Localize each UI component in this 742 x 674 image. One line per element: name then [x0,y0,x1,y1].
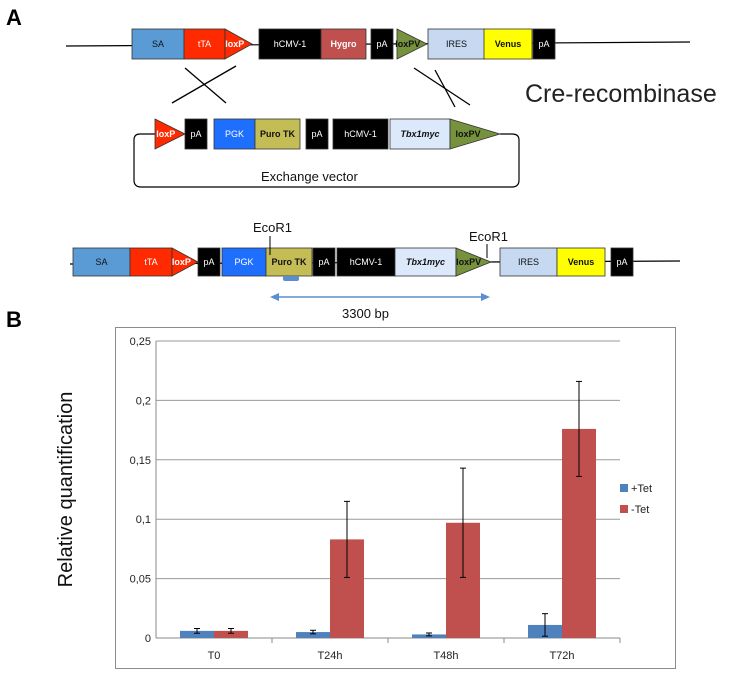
crossover-line-right-2 [434,69,456,108]
bar-tet-t0 [214,630,248,638]
row2-loxp-segment-0 [154,118,186,150]
legend-swatch-tet [620,484,628,492]
row1-hygro-segment-4 [320,28,367,60]
legend-label-tet: +Tet [631,483,652,495]
row2-tbx1myc-segment-6-label: Tbx1myc [400,129,439,139]
row3-pa-segment-6-label: pA [318,257,329,267]
row1-loxp-segment-2-label: loxP [225,39,244,49]
row2-pgk-segment-2 [213,118,256,150]
panel-b-letter: B [6,307,22,332]
crossover-lines [171,65,471,108]
ecor1-label-left: EcoR1 [253,220,292,235]
panel-a-letter: A [6,5,22,30]
row2-pa-segment-4-label: pA [311,129,322,139]
row1-hygro-segment-4-label: Hygro [330,39,357,49]
row3-tbx1myc-segment-8-label: Tbx1myc [406,257,445,267]
row2-loxpv-segment-7-label: loxPV [455,129,480,139]
row3-hcmv-1-segment-7-label: hCMV-1 [350,257,383,267]
acceptor-locus: SA tTA loxP hCMV-1 Hygro pA loxPV IRES Venus pA [65,28,691,60]
row3-venus-segment-11 [556,247,606,277]
y-axis-title: Relative quantification [55,392,77,588]
row3-pa-segment-12-label: pA [616,257,627,267]
row2-pa-segment-1 [184,118,208,150]
x-tick-label: T72h [549,650,574,662]
row3-loxpv-segment-9 [455,247,493,277]
ecor1-label-right: EcoR1 [469,229,508,244]
row3-pa-segment-12 [610,247,634,277]
row3-sa-segment-0-label: SA [95,257,107,267]
crossover-line-left-2 [184,67,227,104]
row1-venus-segment-8 [483,28,533,60]
row2-hcmv-1-segment-5-label: hCMV-1 [344,129,377,139]
row3-loxpv-segment-9-label: loxPV [456,257,481,267]
x-tick-label: T48h [433,650,458,662]
y-tick-label: 0,25 [130,336,151,348]
row1-loxpv-segment-6 [396,28,428,60]
row1-venus-segment-8-label: Venus [495,39,522,49]
legend-swatch-tet [620,505,628,513]
row3-tta-segment-1-label: tTA [144,257,157,267]
row3-puro-tk-segment-5 [265,247,313,277]
row1-sa-segment-0-label: SA [152,39,164,49]
row1-pa-segment-9 [532,28,556,60]
row2-loxpv-segment-7 [449,118,502,150]
exchange-vector-loop [133,133,520,188]
row3-puro-tk-segment-5-label: Puro TK [272,257,307,267]
exchange-vector-label: Exchange vector [261,169,359,184]
row1-pa-segment-5-label: pA [376,39,387,49]
row1-pa-segment-5 [370,28,394,60]
row3-loxp-segment-2-label: loxP [172,257,191,267]
cre-recombinase-label: Cre-recombinase [525,80,717,108]
exchange-vector: loxP pA PGK Puro TK pA hCMV-1 Tbx1myc loxPV [133,118,520,188]
y-tick-label: 0,05 [130,574,151,586]
row1-loxpv-segment-6-label: loxPV [395,39,420,49]
probe-marker [283,276,299,281]
row2-puro-tk-segment-3 [254,118,301,150]
bar-tet-t24h [296,632,330,638]
row1-loxp-segment-2 [224,28,253,60]
row1-pa-segment-9-label: pA [538,39,549,49]
row2-loxp-segment-0-label: loxP [156,129,175,139]
x-tick-label: T0 [208,650,221,662]
y-tick-label: 0 [145,633,151,645]
y-tick-label: 0,2 [136,395,151,407]
row2-pgk-segment-2-label: PGK [225,129,244,139]
fragment-arrow-left-head [270,293,279,301]
panel-a: A SA tTA loxP hCMV-1 Hygro pA loxPV IRES Venus pA… [6,5,717,321]
recombined-locus: SA tTA loxP pA PGK Puro TK pA hCMV-1 Tbx1myc loxP… [69,247,681,277]
row2-pa-segment-4 [305,118,329,150]
row3-pgk-segment-4-label: PGK [234,257,253,267]
row3-sa-segment-0 [72,247,131,277]
row3-pa-segment-3 [197,247,221,277]
row1-hcmv-1-segment-3 [258,28,322,60]
row3-pgk-segment-4 [221,247,267,277]
row2-puro-tk-segment-3-label: Puro TK [260,129,295,139]
bar-tet-t0 [180,630,214,638]
row1-tta-segment-1 [183,28,226,60]
row3-venus-segment-11-label: Venus [568,257,595,267]
y-tick-label: 0,15 [130,455,151,467]
row3-ires-segment-10-label: IRES [518,257,539,267]
row1-ires-segment-7-label: IRES [446,39,467,49]
row3-pa-segment-3-label: pA [203,257,214,267]
row2-tbx1myc-segment-6 [389,118,451,150]
crossover-line-right-1 [413,67,471,106]
y-tick-label: 0,1 [136,514,151,526]
fragment-size-label: 3300 bp [342,306,389,321]
row3-tta-segment-1 [129,247,173,277]
row3-loxp-segment-2 [171,247,199,277]
row3-pa-segment-6 [312,247,336,277]
row3-hcmv-1-segment-7 [336,247,396,277]
row1-hcmv-1-segment-3-label: hCMV-1 [274,39,307,49]
row2-pa-segment-1-label: pA [190,129,201,139]
legend-label-tet: -Tet [631,504,649,516]
row1-tta-segment-1-label: tTA [198,39,211,49]
fragment-arrow-right-head [481,293,490,301]
x-tick-label: T24h [317,650,342,662]
row2-hcmv-1-segment-5 [332,118,389,150]
